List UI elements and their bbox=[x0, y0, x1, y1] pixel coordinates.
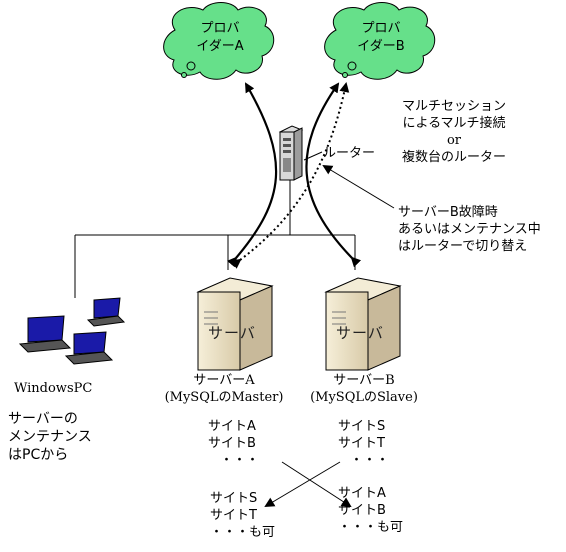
list-item: ・・・も可 bbox=[210, 525, 276, 540]
list-item: ・・・ bbox=[350, 453, 390, 468]
provider-b-label: プロバイダーB bbox=[357, 21, 405, 54]
server-a-sites: サイトA サイトB ・・・ bbox=[208, 418, 259, 469]
server-b-case-label: サーバ bbox=[336, 324, 384, 342]
list-item: サイトS bbox=[210, 491, 258, 506]
laptop-icon-main bbox=[18, 315, 72, 353]
laptop-icon-small-1 bbox=[86, 297, 126, 327]
list-item: サイトB bbox=[208, 436, 256, 451]
list-item: サイトB bbox=[338, 503, 386, 518]
server-b-name: サーバーB bbox=[333, 373, 395, 388]
failover-pointer bbox=[322, 164, 395, 209]
router-icon bbox=[278, 125, 304, 181]
server-a-caption: サーバーA (MySQLのMaster) bbox=[158, 372, 290, 406]
server-b-caption: サーバーB (MySQLのSlave) bbox=[298, 372, 430, 406]
list-item: ・・・も可 bbox=[338, 520, 404, 535]
list-item: サイトA bbox=[338, 486, 386, 501]
laptop-icon-small-2 bbox=[64, 331, 114, 365]
server-a-icon bbox=[196, 277, 274, 371]
cloud-provider-b bbox=[324, 2, 436, 80]
list-item: ・・・ bbox=[220, 453, 260, 468]
link-server-a-to-provider-a bbox=[227, 82, 278, 268]
router-pointer bbox=[303, 151, 323, 161]
provider-a-label: プロバイダーA bbox=[196, 21, 244, 54]
cross-arrow-b-to-a bbox=[264, 461, 341, 508]
link-server-b-to-provider-b bbox=[305, 82, 362, 268]
link-failover-dotted bbox=[230, 82, 350, 269]
failover-note: サーバーB故障時 あるいはメンテナンス中 はルーターで切り替え bbox=[398, 205, 541, 254]
cloud-provider-a bbox=[163, 2, 275, 80]
pc-note: サーバーの メンテナンス はPCから bbox=[8, 411, 92, 463]
server-b-sites: サイトS サイトT ・・・ bbox=[338, 418, 389, 469]
server-a-role: (MySQLのMaster) bbox=[164, 390, 284, 405]
server-b-failover-sites: サイトA サイトB ・・・も可 bbox=[338, 485, 403, 536]
server-a-name: サーバーA bbox=[193, 373, 255, 388]
server-b-icon bbox=[324, 277, 402, 371]
pc-label: WindowsPC bbox=[14, 381, 93, 396]
cross-arrow-a-to-b bbox=[281, 461, 352, 508]
list-item: サイトA bbox=[208, 419, 256, 434]
router-label: ルーター bbox=[323, 146, 376, 161]
list-item: サイトT bbox=[338, 436, 385, 451]
server-a-case-label: サーバ bbox=[208, 324, 256, 342]
list-item: サイトT bbox=[210, 508, 257, 523]
list-item: サイトS bbox=[338, 419, 386, 434]
server-b-role: (MySQLのSlave) bbox=[310, 390, 418, 405]
multisession-note: マルチセッション によるマルチ接続 or 複数台のルーター bbox=[401, 99, 506, 165]
server-a-failover-sites: サイトS サイトT ・・・も可 bbox=[210, 490, 275, 541]
